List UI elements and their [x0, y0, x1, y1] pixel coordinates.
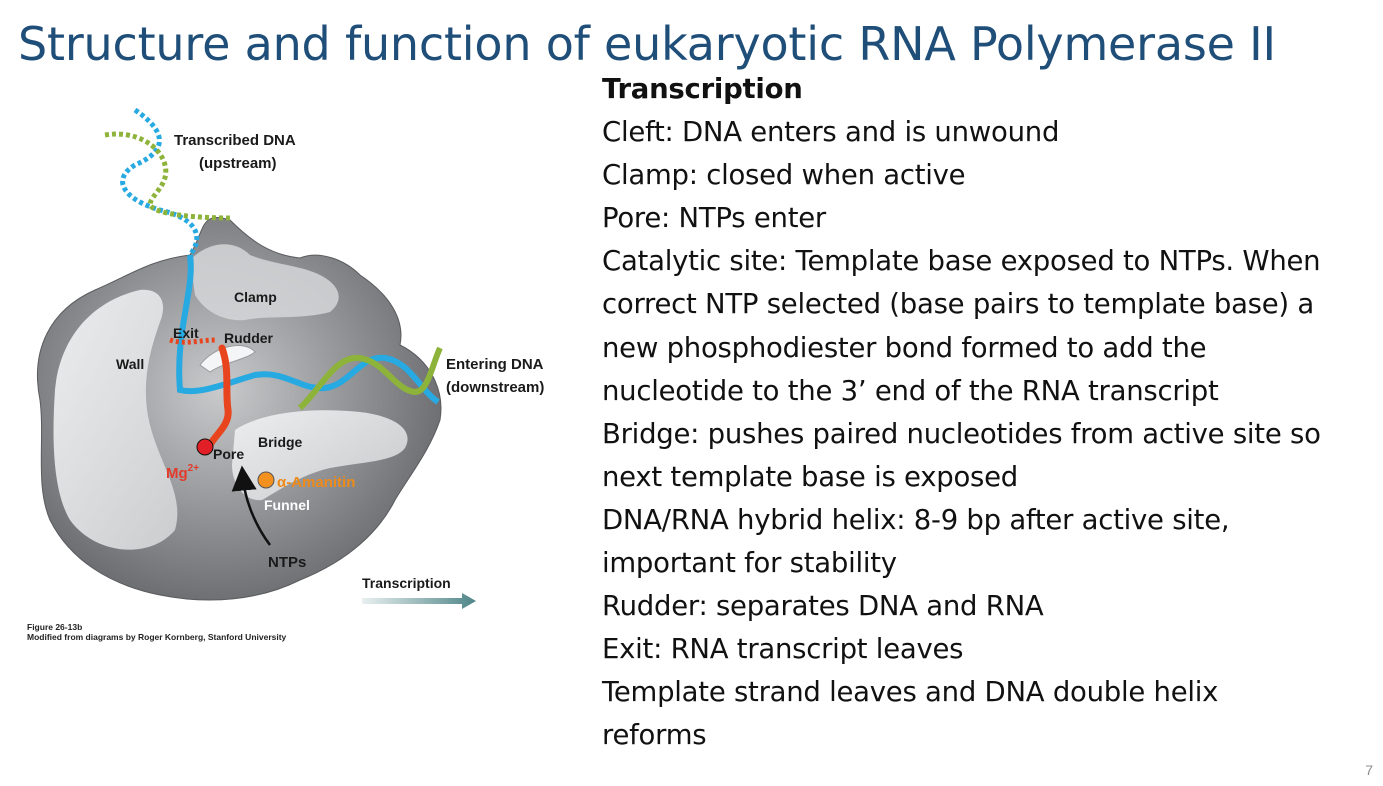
label-entering-dna: Entering DNA — [446, 356, 544, 373]
rna-transcript — [206, 344, 232, 449]
text-line: reforms — [602, 719, 707, 752]
label-clamp: Clamp — [234, 289, 277, 305]
caption-line-2: Modified from diagrams by Roger Kornberg… — [27, 632, 287, 642]
text-line: Cleft: DNA enters and is unwound — [602, 116, 1060, 149]
label-upstream: (upstream) — [199, 155, 277, 172]
text-line: Exit: RNA transcript leaves — [602, 633, 964, 666]
caption-line-1: Figure 26-13b — [27, 622, 83, 632]
label-downstream: (downstream) — [446, 379, 544, 396]
label-rudder: Rudder — [224, 330, 274, 346]
label-bridge: Bridge — [258, 434, 303, 450]
transcription-arrow — [362, 593, 476, 609]
text-line: next template base is exposed — [602, 460, 1018, 493]
entering-dna-template — [176, 254, 440, 405]
text-line: DNA/RNA hybrid helix: 8-9 bp after activ… — [602, 503, 1230, 536]
alpha-amanitin-marker — [257, 471, 275, 489]
text-line: Clamp: closed when active — [602, 159, 966, 192]
rna-polymerase-diagram: Transcribed DNA (upstream) Clamp Exit Ru… — [0, 90, 580, 660]
label-mg: Mg2+ — [166, 463, 199, 482]
label-wall: Wall — [116, 356, 144, 372]
text-line: nucleotide to the 3’ end of the RNA tran… — [602, 374, 1219, 407]
diagram-svg: Transcribed DNA (upstream) Clamp Exit Ru… — [36, 107, 544, 609]
figure-caption: Figure 26-13b Modified from diagrams by … — [27, 622, 286, 642]
transcription-text: Transcription Cleft: DNA enters and is u… — [602, 68, 1377, 758]
label-alpha-amanitin: α-Amanitin — [277, 474, 355, 491]
text-line: new phosphodiester bond formed to add th… — [602, 331, 1207, 364]
clamp-region — [190, 244, 339, 321]
label-pore: Pore — [213, 446, 244, 462]
upstream-dna-nontemplate — [104, 131, 231, 221]
label-exit: Exit — [173, 325, 199, 341]
text-line: important for stability — [602, 547, 897, 580]
ntps-arrow — [231, 465, 272, 546]
text-line: correct NTP selected (base pairs to temp… — [602, 288, 1315, 321]
label-mg-charge: 2+ — [188, 463, 200, 474]
entering-dna-nontemplate — [297, 346, 443, 411]
label-transcription: Transcription — [362, 575, 451, 591]
slide-title: Structure and function of eukaryotic RNA… — [18, 17, 1276, 71]
text-line: Template strand leaves and DNA double he… — [602, 676, 1219, 709]
label-ntps: NTPs — [268, 554, 306, 571]
magnesium-ion — [196, 438, 214, 456]
label-funnel: Funnel — [264, 497, 310, 513]
label-transcribed-dna: Transcribed DNA — [174, 132, 296, 149]
wall-region — [53, 289, 178, 550]
text-line: Bridge: pushes paired nucleotides from a… — [602, 417, 1321, 450]
text-line: Pore: NTPs enter — [602, 202, 826, 235]
bridge-region — [232, 410, 408, 501]
page-number: 7 — [1365, 762, 1373, 778]
upstream-dna-template — [120, 107, 200, 257]
text-heading: Transcription — [602, 73, 803, 105]
text-line: Catalytic site: Template base exposed to… — [602, 245, 1321, 278]
text-line: Rudder: separates DNA and RNA — [602, 590, 1044, 623]
